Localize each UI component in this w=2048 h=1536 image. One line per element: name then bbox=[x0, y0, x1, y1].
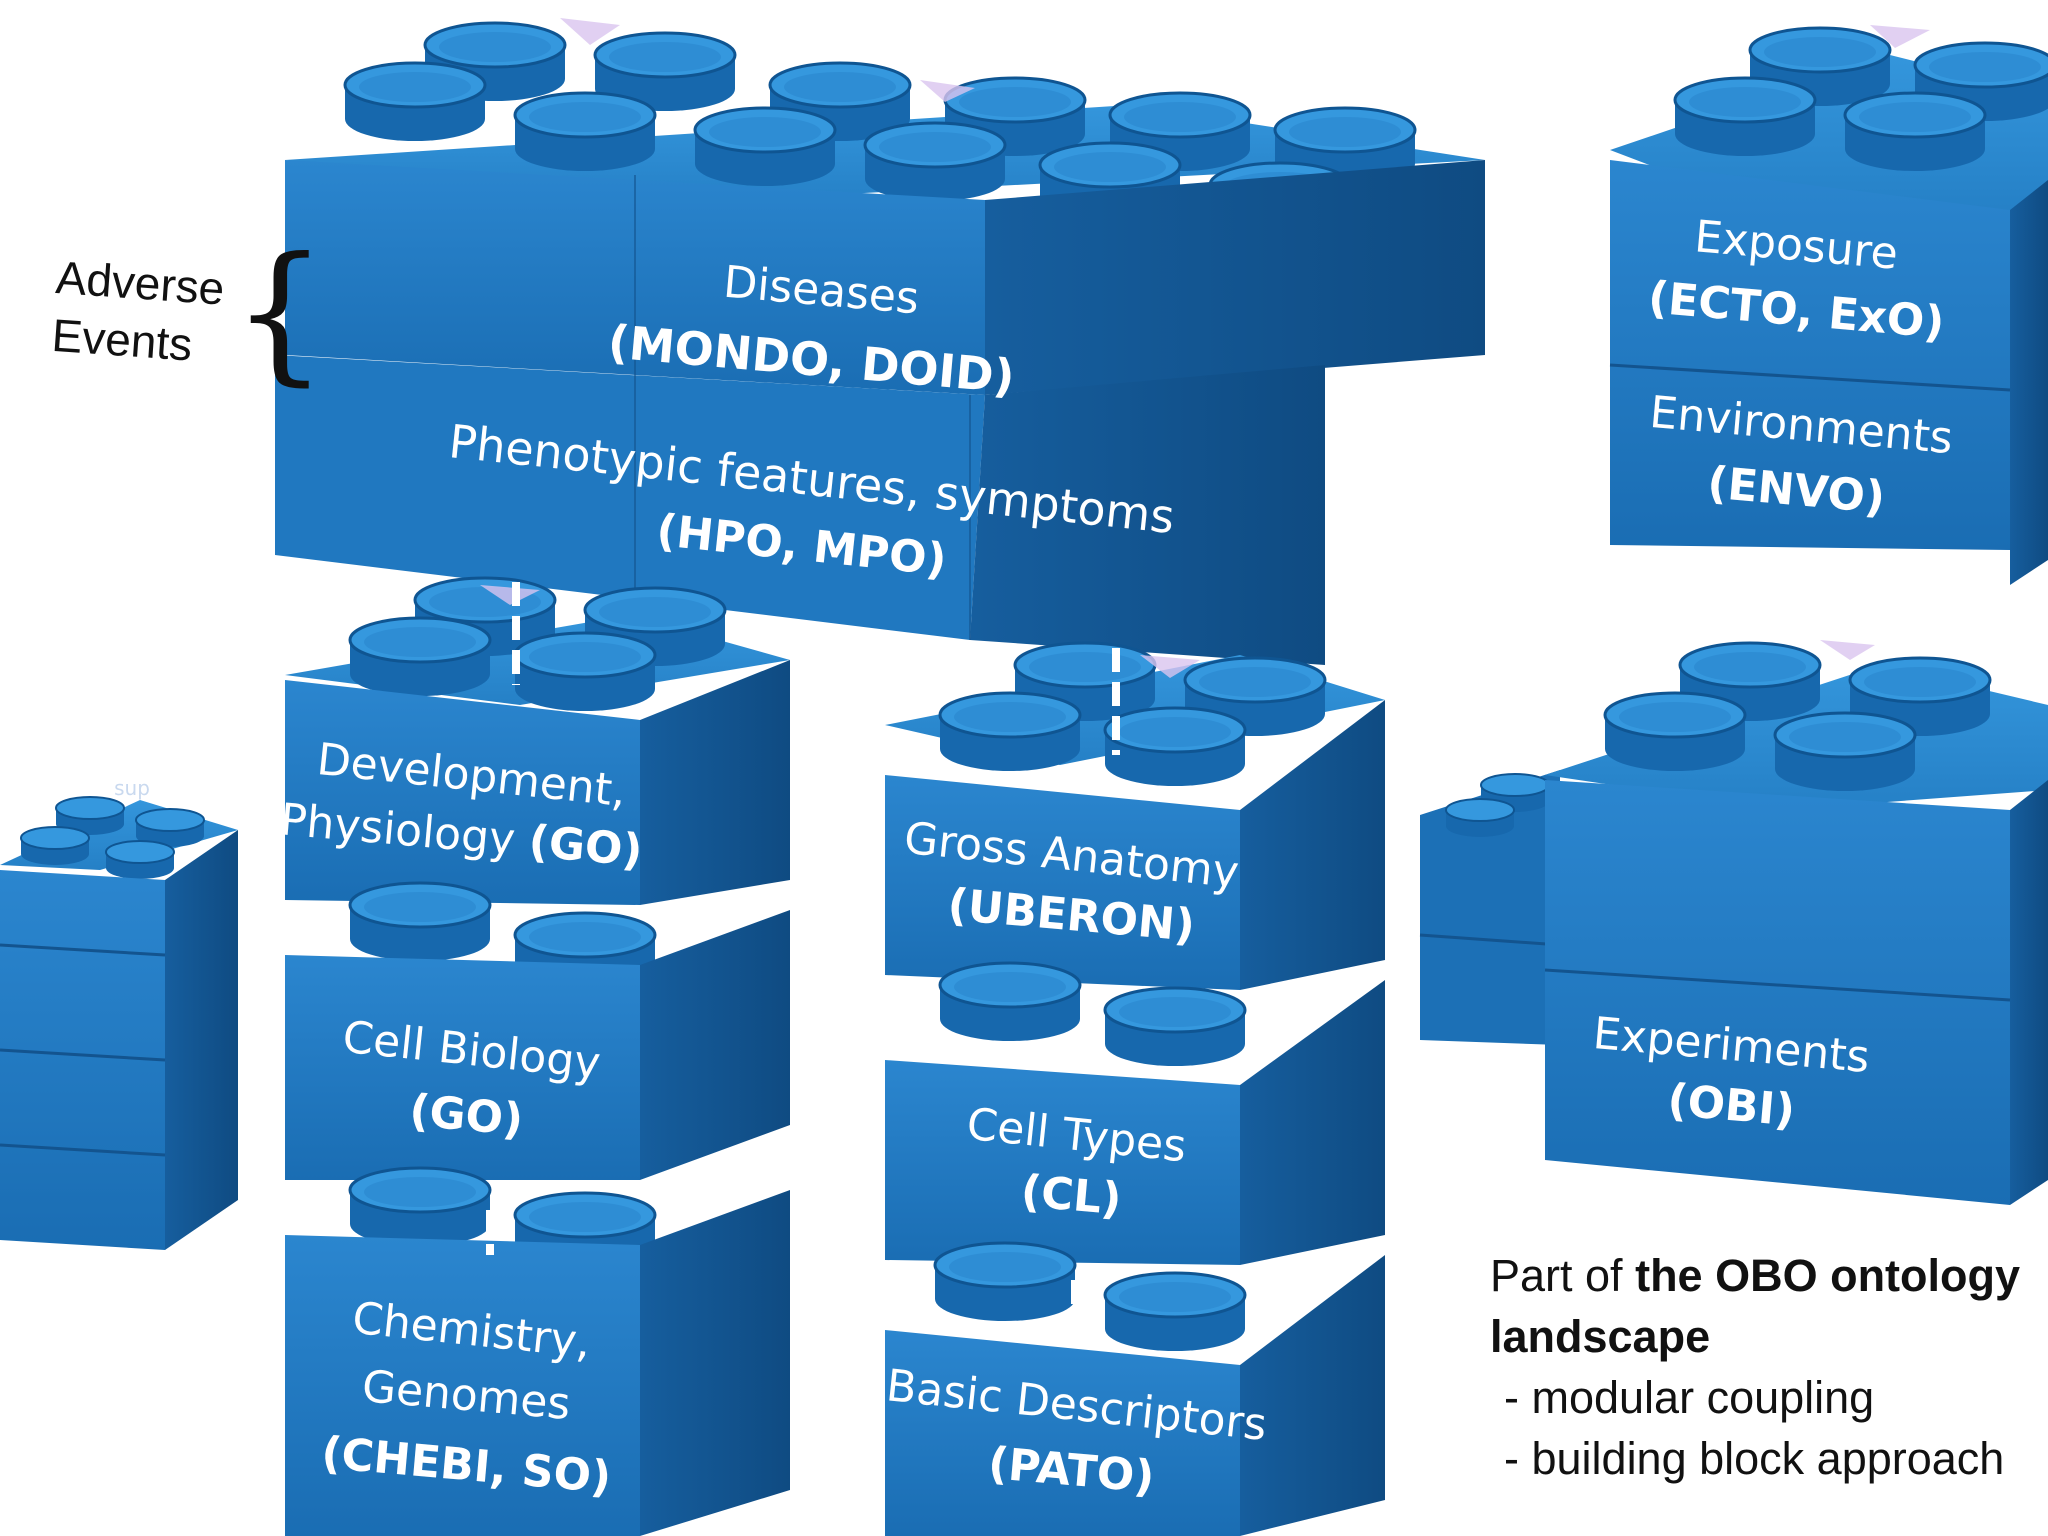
note-bullet-modular: - modular coupling bbox=[1504, 1372, 1875, 1423]
curly-brace: { bbox=[232, 226, 328, 400]
experiments-block: Experiments (OBI) bbox=[1419, 640, 2048, 1205]
experiments-codes: (OBI) bbox=[1666, 1075, 1797, 1137]
note-line1: Part of the OBO ontology bbox=[1490, 1250, 2021, 1301]
note-bullet-building: - building block approach bbox=[1504, 1433, 2005, 1484]
adverse-line2: Events bbox=[50, 308, 195, 371]
obo-landscape-note: Part of the OBO ontology landscape - mod… bbox=[1490, 1245, 2020, 1489]
cell-biology-codes: (GO) bbox=[407, 1085, 525, 1146]
note-line2: landscape bbox=[1490, 1311, 1711, 1362]
left-stack-label: sup bbox=[114, 776, 150, 800]
left-partial-stack: sup bbox=[0, 776, 238, 1250]
exposure-environments-block: Exposure (ECTO, ExO) Environments (ENVO) bbox=[1609, 25, 2048, 585]
diseases-phenotypes-block: Diseases (MONDO, DOID) Phenotypic featur… bbox=[275, 18, 1485, 665]
cell-types-codes: (CL) bbox=[1019, 1166, 1124, 1226]
middle-column-stack: Gross Anatomy (UBERON) Cell Types (CL) B… bbox=[884, 641, 1385, 1536]
left-column-stack: Development, Physiology (GO) Cell Biolog… bbox=[278, 576, 790, 1536]
adverse-events-annotation: Adverse Events bbox=[50, 248, 226, 375]
